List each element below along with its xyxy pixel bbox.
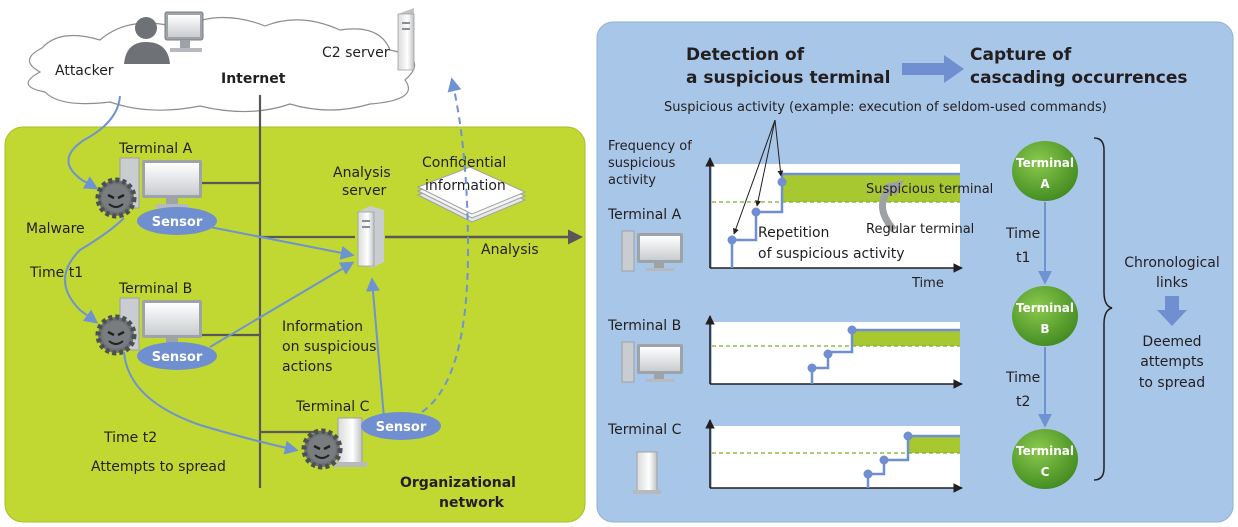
repetition-label-2: of suspicious activity — [758, 246, 905, 262]
analysis-panel — [596, 21, 1234, 523]
malware-icon-b — [95, 314, 137, 356]
infection-arrows — [64, 95, 385, 455]
repetition-label-1: Repetition — [758, 225, 829, 241]
attempts-to-spread-label: Attempts to spread — [91, 459, 226, 475]
suspicious-activity-example: Suspicious activity (example: execution … — [664, 100, 1107, 115]
terminal-c-label: Terminal C — [295, 399, 370, 415]
sensor-c: Sensor — [361, 412, 441, 440]
malware-icon-c — [301, 428, 343, 470]
malware-icon-a — [95, 177, 137, 219]
suspicious-terminal-label: Suspicious terminal — [866, 182, 993, 197]
t2-label: t2 — [1016, 394, 1030, 410]
terminal-c-computer-icon — [333, 417, 367, 467]
panel-terminal-c-icon — [633, 451, 661, 494]
heading-arrow — [902, 55, 964, 83]
node-b-letter: B — [1040, 322, 1049, 336]
deemed-label-1: Deemed — [1142, 334, 1201, 350]
malware-label: Malware — [26, 221, 85, 237]
panel-terminal-b-label: Terminal B — [607, 318, 681, 334]
confidential-label-1: Confidential — [422, 155, 506, 171]
sensor-a: Sensor — [137, 207, 217, 235]
deemed-label-2: attempts — [1140, 354, 1203, 370]
terminal-a-label: Terminal A — [118, 141, 193, 157]
confidential-label-2: information — [425, 178, 506, 194]
sensor-a-label: Sensor — [152, 215, 203, 230]
chart-terminal-b — [705, 315, 963, 389]
c2-server-label: C2 server — [322, 45, 390, 61]
t1-label: t1 — [1016, 250, 1030, 266]
terminal-b-computer-icon — [119, 297, 202, 351]
capture-heading-1: Capture of — [970, 45, 1072, 65]
capture-heading-2: cascading occurrences — [970, 68, 1187, 88]
chart-terminal-a — [705, 119, 963, 273]
c2-server-icon — [397, 8, 415, 71]
org-network-label-1: Organizational — [400, 475, 516, 491]
panel-terminal-c-label: Terminal C — [607, 422, 682, 438]
panel-terminal-a-label: Terminal A — [607, 207, 682, 223]
chronology-brace — [1093, 137, 1113, 481]
node-b-word: Terminal — [1016, 301, 1074, 315]
analysis-label: Analysis — [481, 242, 539, 258]
terminal-node-a: Terminal A — [1012, 141, 1078, 201]
attacker-label: Attacker — [55, 63, 114, 79]
info-label-1: Information — [282, 319, 363, 335]
terminal-node-b: Terminal B — [1012, 286, 1078, 346]
chronological-label-1: Chronological — [1124, 255, 1220, 271]
terminal-b-label: Terminal B — [118, 281, 192, 297]
chart-a-highlight — [782, 174, 960, 202]
sensor-b: Sensor — [137, 342, 217, 370]
sensor-c-label: Sensor — [376, 420, 427, 435]
node-a-letter: A — [1040, 177, 1050, 191]
org-network-label-2: network — [439, 495, 505, 511]
panel-terminal-a-icon — [621, 230, 683, 272]
frequency-label-2: suspicious — [608, 156, 676, 171]
node-a-word: Terminal — [1016, 156, 1074, 170]
sensor-b-label: Sensor — [152, 350, 203, 365]
attacker-icon — [124, 11, 204, 64]
terminal-node-c: Terminal C — [1012, 429, 1078, 489]
chart-terminal-c — [705, 419, 963, 493]
regular-terminal-label: Regular terminal — [866, 222, 974, 237]
analysis-server-icon — [357, 206, 384, 268]
time-t1-label: Time t1 — [29, 265, 83, 281]
exfiltration-dashed-arrow — [421, 77, 470, 413]
frequency-label-3: activity — [608, 173, 656, 188]
confidential-document-icon — [416, 166, 527, 223]
analysis-server-label-1: Analysis — [333, 165, 391, 181]
node-c-letter: C — [1041, 465, 1050, 479]
detection-heading-2: a suspicious terminal — [686, 68, 890, 88]
chronological-label-2: links — [1156, 275, 1188, 291]
internet-cloud — [27, 16, 416, 113]
node-c-word: Terminal — [1016, 444, 1074, 458]
internet-label: Internet — [221, 71, 286, 87]
time-axis-label: Time — [911, 276, 944, 291]
detection-heading-1: Detection of — [686, 45, 805, 65]
time-label-2: Time — [1005, 370, 1040, 386]
frequency-label-1: Frequency of — [608, 139, 692, 154]
panel-terminal-b-icon — [621, 341, 683, 383]
deemed-label-3: to spread — [1139, 375, 1205, 391]
time-t2-label: Time t2 — [103, 430, 157, 446]
info-label-3: actions — [282, 359, 332, 375]
deemed-down-arrow — [1157, 296, 1187, 326]
analysis-server-label-2: server — [342, 183, 387, 199]
time-label-1: Time — [1005, 226, 1040, 242]
info-label-2: on suspicious — [282, 339, 376, 355]
